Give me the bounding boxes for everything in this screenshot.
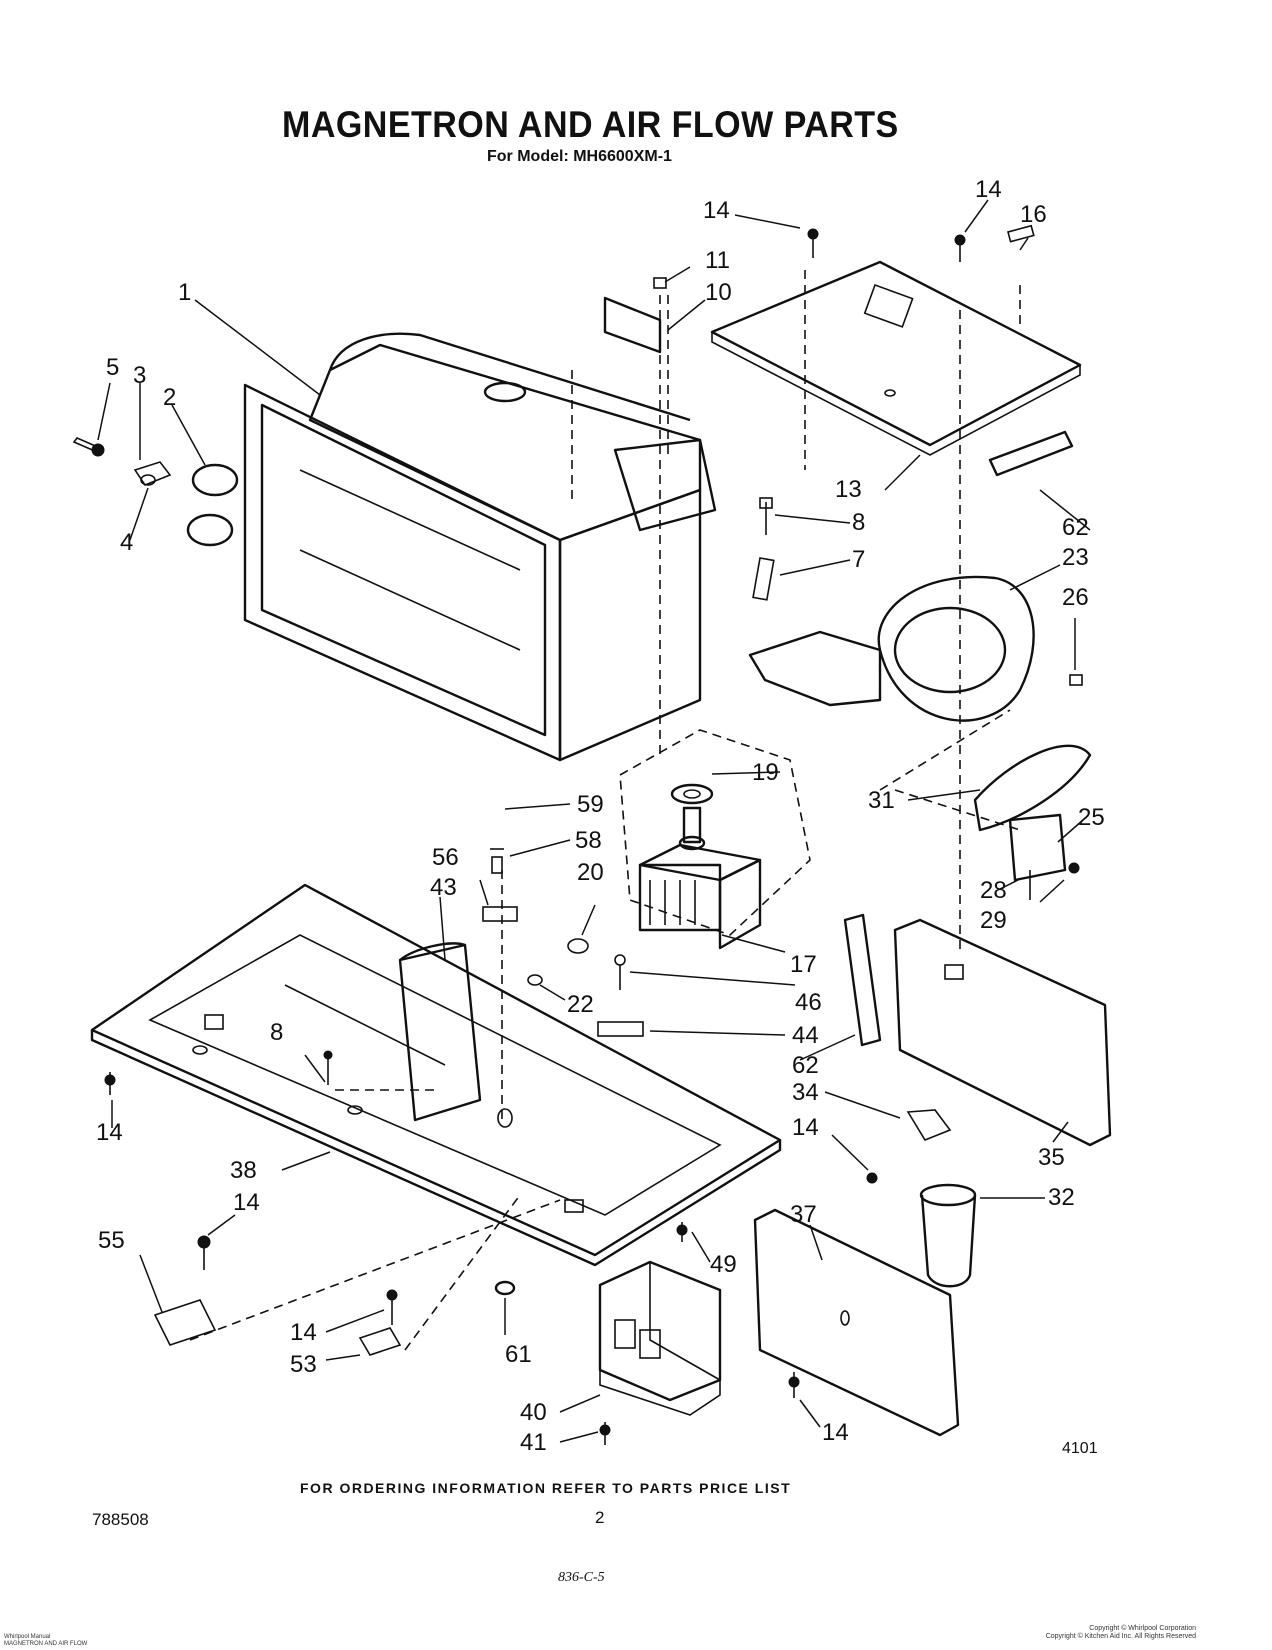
callout-43: 43	[430, 874, 457, 901]
copyright-line: Copyright © Kitchen Aid Inc. All Rights …	[1045, 1633, 1196, 1640]
callout-2: 2	[163, 384, 176, 411]
callout-28: 28	[980, 877, 1007, 904]
callout-34: 34	[792, 1079, 819, 1106]
callout-14-bracket: 14	[233, 1189, 260, 1216]
source-credit: Whirlpool Manual MAGNETRON AND AIR FLOW	[4, 1634, 87, 1648]
callout-22: 22	[567, 991, 594, 1018]
callout-5: 5	[106, 354, 119, 381]
gasket-strip	[988, 430, 1074, 477]
transformer	[598, 1260, 722, 1416]
callout-46: 46	[795, 989, 822, 1016]
callout-62-lower: 62	[792, 1052, 819, 1079]
callout-53: 53	[290, 1351, 317, 1378]
shield-plate	[603, 296, 662, 354]
callout-41: 41	[520, 1429, 547, 1456]
callout-7: 7	[852, 546, 865, 573]
assembly-line	[189, 1199, 561, 1341]
capacitor	[919, 1183, 977, 1288]
callout-11: 11	[705, 247, 730, 274]
callout-35: 35	[1038, 1144, 1065, 1171]
top-cover	[710, 260, 1082, 456]
handwritten-mark: 836-C-5	[558, 1570, 605, 1585]
air-duct	[398, 942, 482, 1122]
callout-14-right: 14	[792, 1114, 819, 1141]
callout-13: 13	[835, 476, 862, 503]
model-subtitle: For Model: MH6600XM-1	[487, 148, 672, 165]
callout-44: 44	[792, 1022, 819, 1049]
side-panel	[753, 1208, 960, 1437]
callout-1: 1	[178, 279, 191, 306]
callout-59: 61	[505, 1341, 532, 1368]
callout-37: 37	[790, 1201, 817, 1228]
callout-62-upper: 62	[1062, 514, 1089, 541]
callout-8-lower: 8	[270, 1019, 283, 1046]
callout-23: 23	[1062, 544, 1089, 571]
callout-61: 59	[577, 791, 604, 818]
callout-14-base-left: 14	[96, 1119, 123, 1146]
callout-16: 16	[1020, 201, 1047, 228]
callout-55: 55	[98, 1227, 125, 1254]
back-panel	[893, 918, 1112, 1147]
base-plate	[90, 883, 782, 1267]
callout-8-upper: 8	[852, 509, 865, 536]
ordering-note: FOR ORDERING INFORMATION REFER TO PARTS …	[300, 1480, 792, 1496]
callout-49: 49	[710, 1251, 737, 1278]
oven-cavity	[243, 332, 717, 762]
credit-line: MAGNETRON AND AIR FLOW	[4, 1641, 88, 1647]
callout-19: 19	[752, 759, 779, 786]
magnetron	[619, 729, 811, 950]
callout-31: 31	[868, 787, 895, 814]
assembly-line	[879, 709, 1011, 791]
callout-40: 40	[520, 1399, 547, 1426]
callout-38: 38	[230, 1157, 257, 1184]
copyright-notice: Copyright © Whirlpool Corporation Copyri…	[1046, 1625, 1196, 1641]
callout-20: 20	[577, 859, 604, 886]
callout-3: 3	[133, 362, 146, 389]
callout-56: 56	[432, 844, 459, 871]
callout-17: 17	[790, 951, 817, 978]
document-number: 788508	[92, 1510, 149, 1529]
callout-labels: 1 2 3 4 5 7 8 8 10 11 13 14 14 14 14 14 …	[96, 176, 1105, 1456]
hardware	[72, 224, 1083, 1445]
callout-32: 32	[1048, 1184, 1075, 1211]
copyright-line: Copyright © Whirlpool Corporation	[1089, 1625, 1196, 1632]
air-guide	[748, 575, 1035, 722]
assembly-line	[404, 1194, 521, 1351]
callout-14-top-left: 14	[703, 197, 730, 224]
gasket-strip	[843, 913, 882, 1047]
credit-line: Whirlpool Manual	[4, 1634, 51, 1640]
callout-14-top-right: 14	[975, 176, 1002, 203]
callout-58: 58	[575, 827, 602, 854]
page-number: 2	[595, 1508, 605, 1527]
callout-26: 26	[1062, 584, 1089, 611]
callout-4: 4	[120, 529, 133, 556]
callout-10: 10	[705, 279, 732, 306]
leader-lines	[97, 199, 1091, 1443]
callout-25: 25	[1078, 804, 1105, 831]
fan-motor	[973, 744, 1092, 882]
figure-code: 4101	[1062, 1440, 1098, 1457]
assembly-line	[894, 789, 1021, 831]
callout-29: 29	[980, 907, 1007, 934]
callout-14-bottom: 14	[822, 1419, 849, 1446]
page-title: MAGNETRON AND AIR FLOW PARTS	[282, 104, 899, 145]
callout-14-lower: 14	[290, 1319, 317, 1346]
